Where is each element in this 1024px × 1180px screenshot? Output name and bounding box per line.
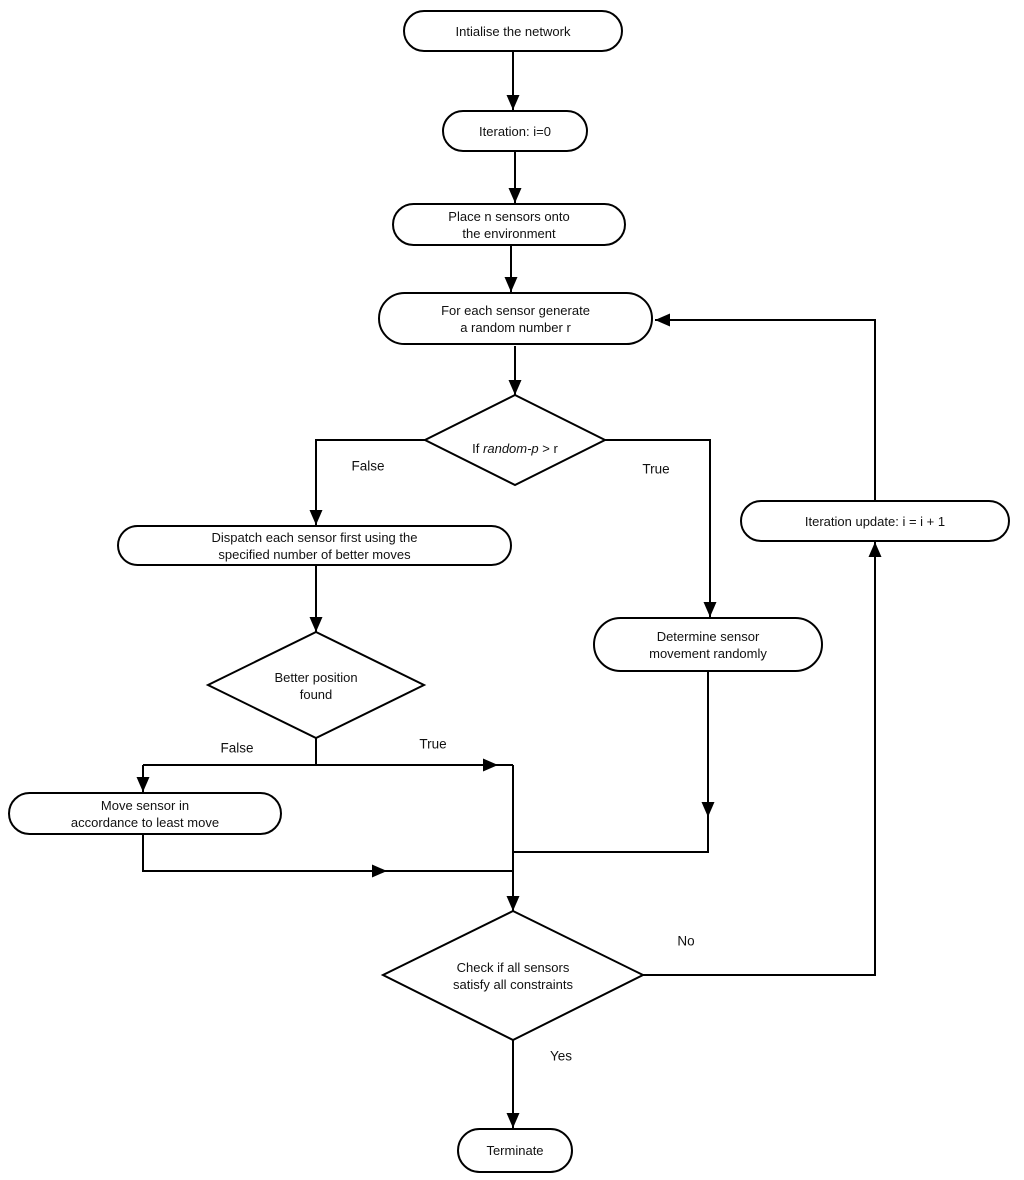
node-initialise-network-label: Intialise the network xyxy=(455,23,571,39)
edge-move-sensor-out xyxy=(142,835,387,878)
node-place-sensors-label: Place n sensors onto the environment xyxy=(448,208,570,241)
node-iteration-init-label: Iteration: i=0 xyxy=(479,123,551,139)
node-dispatch-sensor: Dispatch each sensor first using the spe… xyxy=(117,525,512,566)
decision-constraints-shape xyxy=(380,909,646,1042)
node-generate-random: For each sensor generate a random number… xyxy=(378,292,653,345)
decision-better-position-shape xyxy=(205,630,427,740)
branch-label-true-better-position: True xyxy=(419,736,447,752)
decision-constraints-label: Check if all sensors satisfy all constra… xyxy=(453,960,573,992)
branch-label-yes-constraints: Yes xyxy=(549,1048,573,1064)
node-initialise-network: Intialise the network xyxy=(403,10,623,52)
decision-random-p-shape xyxy=(422,393,608,487)
node-dispatch-sensor-label: Dispatch each sensor first using the spe… xyxy=(211,529,418,562)
node-determine-movement-label: Determine sensor movement randomly xyxy=(649,628,767,661)
node-move-sensor-label: Move sensor in accordance to least move xyxy=(70,797,220,830)
decision-random-p-label: If random-p > r xyxy=(472,423,558,457)
branch-label-no-constraints: No xyxy=(677,933,695,949)
node-iteration-update-label: Iteration update: i = i + 1 xyxy=(804,513,946,529)
edge-update-to-generate xyxy=(655,313,876,500)
node-determine-movement: Determine sensor movement randomly xyxy=(593,617,823,672)
node-place-sensors: Place n sensors onto the environment xyxy=(392,203,626,246)
edge-no-to-iteration-update xyxy=(643,542,882,976)
branch-label-false-better-position: False xyxy=(220,740,254,756)
node-terminate-label: Terminate xyxy=(486,1143,544,1158)
edge-determine-out-tail xyxy=(513,817,709,853)
decision-better-position-label: Better position found xyxy=(274,670,358,702)
branch-label-false-random-p: False xyxy=(351,458,385,474)
decision-random-p-suffix: > r xyxy=(538,441,558,456)
branch-label-true-random-p: True xyxy=(642,461,670,477)
edge-true-to-determine xyxy=(605,439,717,617)
node-generate-random-label: For each sensor generate a random number… xyxy=(441,302,590,335)
node-iteration-update: Iteration update: i = i + 1 xyxy=(740,500,1010,542)
node-iteration-init: Iteration: i=0 xyxy=(442,110,588,152)
edge-false-to-dispatch xyxy=(309,439,425,525)
decision-random-p-prefix: If xyxy=(472,441,484,456)
node-terminate: Terminate xyxy=(457,1128,573,1173)
decision-random-p-variable: random-p xyxy=(483,441,539,456)
node-move-sensor: Move sensor in accordance to least move xyxy=(8,792,282,835)
